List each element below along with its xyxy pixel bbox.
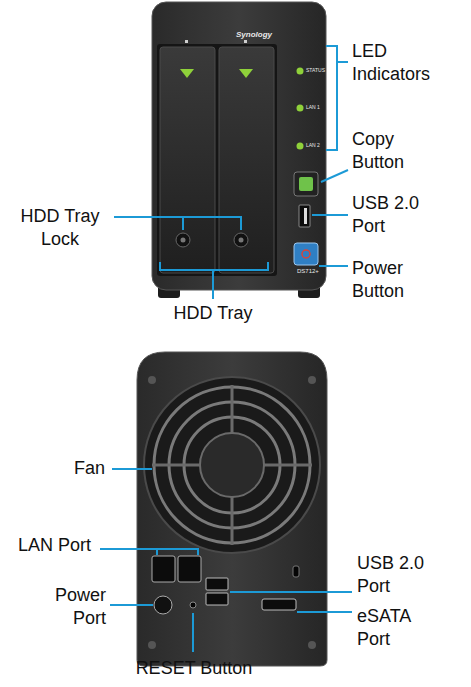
power-button: [294, 243, 318, 265]
hdd-tray: [219, 47, 274, 273]
led: [297, 143, 304, 150]
part-label: Fan: [74, 457, 105, 480]
part-label: Power Button: [352, 257, 432, 303]
part-label: HDD Tray: [150, 302, 276, 325]
front-housing: [152, 2, 326, 290]
usb-port: [299, 205, 310, 227]
rear-housing: [137, 352, 327, 666]
leader-line: [230, 591, 352, 593]
leader-line: [297, 611, 352, 613]
lan-port: [178, 556, 201, 582]
power-symbol: [302, 250, 310, 258]
bay-dot: [185, 40, 188, 43]
part-label: Copy Button: [352, 128, 432, 174]
model-name: DS712+: [297, 268, 319, 274]
fan-housing: [144, 377, 320, 553]
led-caption: STATUS: [306, 68, 325, 73]
tray-lock: [234, 233, 248, 247]
part-label: HDD Tray Lock: [8, 205, 112, 251]
copy-button-light: [299, 177, 313, 191]
leader-line: [112, 468, 152, 470]
fan-hub: [200, 433, 264, 497]
tray-lock-key: [239, 238, 244, 243]
tray-lock: [176, 233, 190, 247]
usb-port: [206, 593, 228, 605]
front-leaders: [114, 46, 348, 299]
leader-bracket: [100, 549, 198, 555]
screw: [148, 376, 156, 384]
part-label: Power Port: [40, 584, 106, 630]
leader-bracket: [114, 217, 241, 230]
tray-led: [239, 69, 253, 78]
tray-led: [180, 69, 194, 78]
led-caption: LAN 1: [306, 105, 320, 110]
screw: [308, 641, 316, 649]
leader-line: [110, 604, 153, 606]
tray-lock-key: [181, 238, 186, 243]
bay-dot: [244, 40, 247, 43]
part-label: LED Indicators: [352, 40, 452, 86]
leader-line: [192, 613, 194, 652]
part-label: LAN Port: [18, 534, 91, 557]
usb-port-tongue: [304, 208, 307, 224]
part-label: USB 2.0 Port: [357, 552, 441, 598]
leader-line: [319, 265, 348, 267]
screw: [308, 376, 316, 384]
fan-spoke: [152, 385, 312, 545]
back-leaders: [100, 469, 352, 652]
lock-slot: [293, 566, 299, 577]
front-view: [152, 2, 326, 298]
leader-line: [321, 170, 348, 182]
usb-port: [206, 578, 228, 590]
led: [297, 105, 304, 112]
copy-button: [294, 172, 318, 196]
led: [297, 68, 304, 75]
screw: [148, 641, 156, 649]
part-label: USB 2.0 Port: [352, 192, 432, 238]
brand-logo: Synology: [236, 31, 272, 39]
power-port: [154, 596, 172, 614]
back-view: [137, 352, 327, 666]
esata-port: [262, 599, 296, 610]
leader-line: [312, 214, 348, 216]
bay-frame: [157, 44, 277, 276]
reset-hole: [190, 602, 196, 608]
part-label: RESET Button: [108, 657, 280, 680]
leader-bracket: [160, 262, 268, 299]
part-label: eSATA Port: [357, 605, 441, 651]
hdd-tray: [160, 47, 215, 273]
lan-port: [152, 556, 175, 582]
led-caption: LAN 2: [306, 143, 320, 148]
leader-bracket: [326, 46, 348, 150]
